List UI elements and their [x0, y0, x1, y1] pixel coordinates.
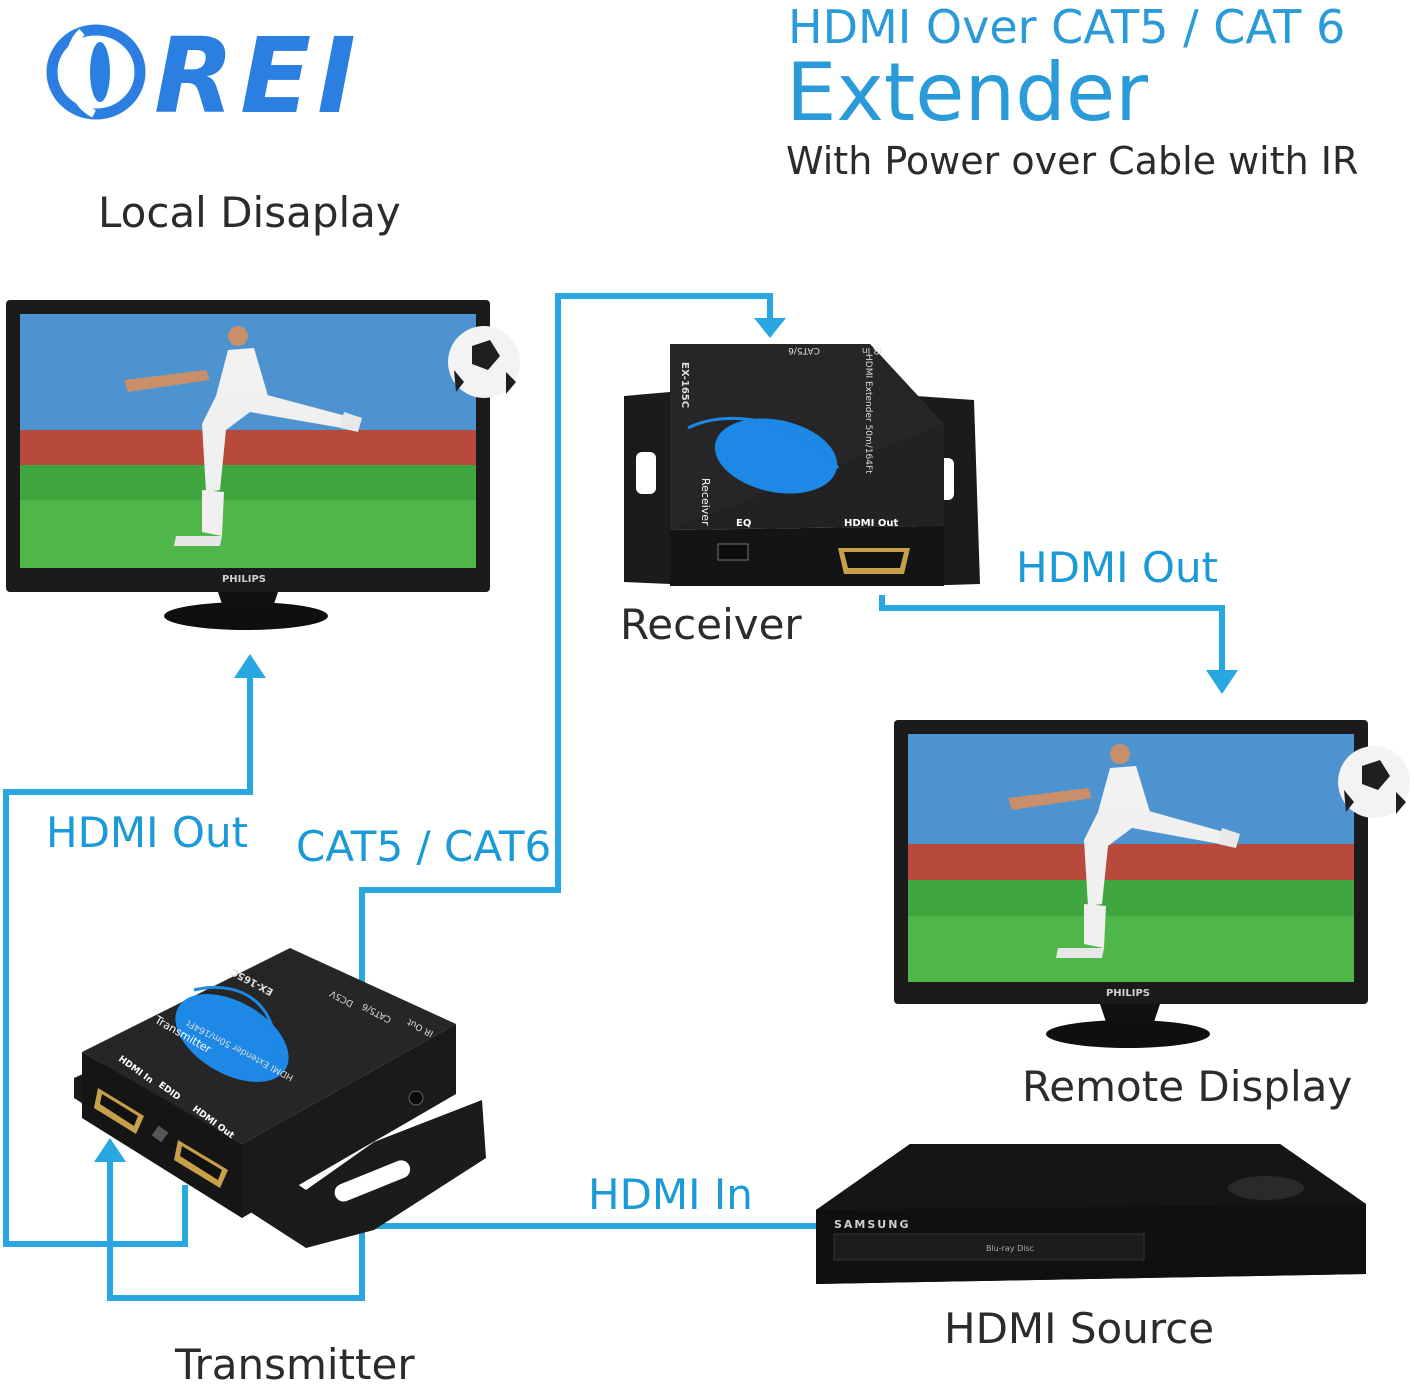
connection-hdmi-out-left: HDMI Out — [46, 808, 249, 857]
arrow-down-remote-icon — [1206, 670, 1238, 694]
player-figure-icon — [1008, 744, 1240, 958]
receiver-port-ir: IR In — [862, 345, 882, 355]
local-monitor-brand: PHILIPS — [222, 574, 266, 585]
arrow-up-local-icon — [234, 654, 266, 678]
player-figure-icon — [124, 326, 362, 546]
label-receiver: Receiver — [620, 600, 802, 649]
receiver-device: Receiver HDMI Extender 50m/164Ft EX-165C… — [624, 344, 980, 586]
receiver-badge-text: Receiver — [699, 478, 712, 526]
hdmi-out-local-line — [3, 676, 253, 1247]
receiver-model: EX-165C — [679, 362, 690, 408]
edid-switch-icon — [151, 1125, 169, 1143]
receiver-port-eq: EQ — [736, 518, 751, 529]
hdmi-in-line — [107, 1160, 820, 1301]
header-line2: Extender — [786, 46, 1149, 139]
header-line1: HDMI Over CAT5 / CAT 6 — [788, 0, 1346, 54]
receiver-port-cat: CAT5/6 — [788, 345, 820, 355]
remote-monitor-brand: PHILIPS — [1106, 988, 1150, 999]
local-display-monitor: PHILIPS — [6, 300, 520, 630]
player-disc-logo: Blu-ray Disc — [986, 1244, 1034, 1253]
connection-hdmi-out-right: HDMI Out — [1016, 543, 1219, 592]
connection-cat: CAT5 / CAT6 — [296, 822, 552, 871]
brand-logo: REI — [44, 15, 484, 137]
cat-cable-line — [359, 293, 773, 990]
hdmi-out-remote-line — [879, 595, 1225, 672]
ir-jack-icon — [408, 1090, 424, 1106]
disc-slot-icon — [833, 1233, 1145, 1261]
hdmi-source-player: SAMSUNG Blu-ray Disc — [816, 1144, 1366, 1284]
disc-tray-icon — [1228, 1176, 1304, 1200]
label-remote-display: Remote Display — [1022, 1062, 1353, 1111]
label-local-display: Local Disaplay — [98, 188, 401, 237]
header-line3: With Power over Cable with IR — [786, 139, 1359, 183]
player-brand: SAMSUNG — [834, 1218, 910, 1231]
eq-switch-icon — [717, 543, 749, 561]
remote-display-monitor: PHILIPS — [894, 720, 1410, 1048]
arrow-down-receiver-icon — [754, 318, 786, 338]
label-transmitter: Transmitter — [175, 1340, 415, 1389]
receiver-port-hdmi: HDMI Out — [844, 518, 898, 529]
receiver-product: HDMI Extender 50m/164Ft — [863, 354, 873, 474]
label-hdmi-source: HDMI Source — [944, 1304, 1215, 1353]
arrow-up-transmitter-icon — [94, 1138, 126, 1162]
transmitter-logo-badge — [175, 994, 289, 1082]
connection-hdmi-in: HDMI In — [588, 1170, 753, 1219]
receiver-logo-badge — [714, 418, 838, 494]
logo-mark-icon: REI — [46, 15, 362, 137]
transmitter-device: Transmitter HDMI Extender 50m/164Ft EX-1… — [74, 948, 486, 1248]
logo-text: REI — [154, 20, 362, 120]
